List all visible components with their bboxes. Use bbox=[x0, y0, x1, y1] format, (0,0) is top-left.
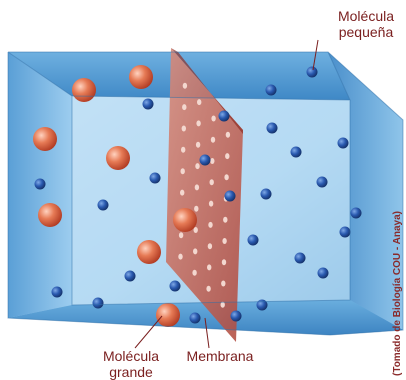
membrane-pore bbox=[195, 163, 199, 169]
small-molecule bbox=[190, 313, 201, 324]
source-credit: (Tomado de Biología COU - Anaya) bbox=[392, 211, 403, 376]
small-molecule bbox=[291, 147, 302, 158]
small-molecule bbox=[170, 281, 181, 292]
small-molecule bbox=[143, 99, 154, 110]
large-molecule-label: Molécula grande bbox=[86, 348, 176, 380]
small-molecule bbox=[295, 253, 306, 264]
membrane-pore bbox=[210, 179, 214, 185]
small-molecule bbox=[231, 311, 242, 322]
membrane-pore bbox=[193, 248, 197, 254]
membrane-pore bbox=[207, 264, 211, 270]
small-molecule bbox=[93, 298, 104, 309]
small-molecule bbox=[35, 179, 46, 190]
membrane-label: Membrana bbox=[180, 348, 260, 364]
membrane-pore bbox=[208, 243, 212, 249]
large-molecule bbox=[129, 65, 153, 89]
membrane-pore bbox=[183, 83, 187, 89]
large-molecule bbox=[173, 208, 197, 232]
membrane-pore bbox=[197, 99, 201, 105]
membrane-pore bbox=[209, 201, 213, 207]
membrane-pore bbox=[222, 259, 226, 265]
membrane-pore bbox=[181, 168, 185, 174]
small-molecule bbox=[98, 200, 109, 211]
membrane-pore bbox=[223, 217, 227, 223]
small-molecule-label: Molécula pequeña bbox=[326, 8, 406, 40]
membrane-pore bbox=[192, 270, 196, 276]
large-molecule bbox=[33, 127, 57, 151]
membrane-pore bbox=[225, 153, 229, 159]
large-molecule bbox=[137, 240, 161, 264]
small-molecule bbox=[52, 287, 63, 298]
membrane-pore bbox=[178, 254, 182, 260]
membrane-pore bbox=[210, 158, 214, 164]
small-molecule bbox=[261, 189, 272, 200]
membrane-pore bbox=[194, 227, 198, 233]
membrane-pore bbox=[195, 184, 199, 190]
membrane-pore bbox=[224, 174, 228, 180]
membrane-pore bbox=[211, 116, 215, 122]
small-molecule bbox=[248, 235, 259, 246]
small-molecule bbox=[225, 191, 236, 202]
membrane-pore bbox=[196, 142, 200, 148]
membrane-pore bbox=[208, 222, 212, 228]
small-molecule bbox=[150, 173, 161, 184]
membrane-pore bbox=[196, 120, 200, 126]
membrane-pore bbox=[211, 137, 215, 143]
large-molecule bbox=[156, 303, 180, 327]
large-molecule bbox=[72, 78, 96, 102]
small-molecule bbox=[317, 177, 328, 188]
small-molecule bbox=[351, 208, 362, 219]
membrane-pore bbox=[194, 206, 198, 212]
membrane-pore bbox=[222, 238, 226, 244]
small-molecule bbox=[307, 67, 318, 78]
small-molecule bbox=[266, 85, 277, 96]
small-molecule bbox=[219, 111, 230, 122]
large-molecule bbox=[38, 203, 62, 227]
membrane-pore bbox=[181, 147, 185, 153]
membrane-pore bbox=[182, 104, 186, 110]
small-molecule bbox=[338, 138, 349, 149]
small-molecule bbox=[200, 155, 211, 166]
small-molecule bbox=[318, 268, 329, 279]
membrane-pore bbox=[180, 190, 184, 196]
small-molecule bbox=[125, 271, 136, 282]
small-molecule bbox=[340, 227, 351, 238]
membrane-pore bbox=[226, 132, 230, 138]
membrane-pore bbox=[182, 126, 186, 132]
membrane-pore bbox=[179, 232, 183, 238]
small-molecule bbox=[267, 123, 278, 134]
membrane-pore bbox=[221, 281, 225, 287]
membrane-pore bbox=[206, 286, 210, 292]
large-molecule bbox=[106, 146, 130, 170]
